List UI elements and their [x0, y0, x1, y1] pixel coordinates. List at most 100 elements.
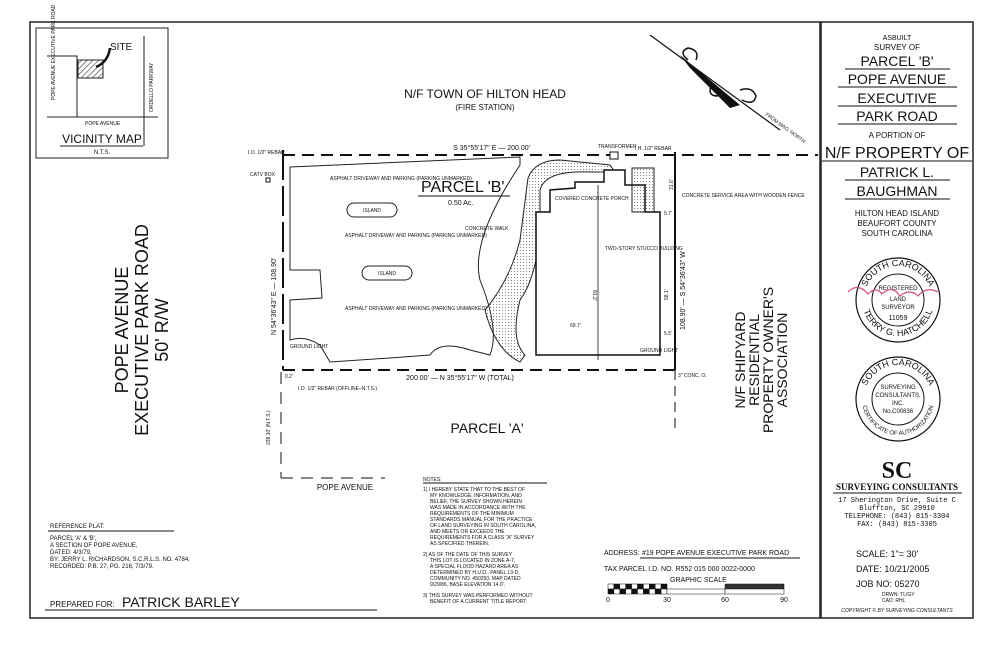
notes-title: NOTES: [423, 477, 442, 483]
service-area-label: CONCRETE SERVICE AREA WITH WOODEN FENCE [682, 193, 805, 199]
scale-segment [607, 583, 615, 590]
title-portion: A PORTION OF [869, 131, 926, 140]
note-line: REQUIREMENTS OF THE MINIMUM [430, 511, 514, 517]
scale-segment [649, 583, 656, 590]
seal2-line2: CONSULTANTS, [875, 393, 921, 399]
north-neighbor: N/F TOWN OF HILTON HEAD [404, 87, 566, 101]
site-hatch [77, 59, 104, 79]
scale-segment [607, 588, 615, 595]
east-neighbor-2: RESIDENTIAL [746, 314, 762, 406]
company-logo: SC [882, 458, 913, 484]
scale-tick-30: 30 [663, 597, 671, 604]
scale-segment [724, 588, 785, 595]
scale-segment [613, 583, 621, 590]
note-line: A SPECIAL FLOOD HAZARD AREA AS [430, 564, 519, 570]
scale-segment [666, 588, 726, 595]
copyright: COPYRIGHT © BY SURVEYING CONSULTANTS [841, 607, 953, 614]
east-neighbor-4: ASSOCIATION [774, 313, 790, 408]
scale-segment [637, 583, 644, 590]
service-area [631, 167, 655, 213]
reference-lines: PARCEL 'A' & 'B',A SECTION OF POPE AVENU… [50, 536, 190, 570]
note-line: WAS MADE IN ACCORDANCE WITH THE [430, 505, 526, 511]
scale-segment [660, 583, 668, 590]
note-line: AS SPECIFIED THEREIN. [430, 541, 489, 547]
scale: SCALE: 1"= 30' [856, 549, 918, 559]
graphic-scale-title: GRAPHIC SCALE [670, 577, 727, 584]
pavement-edge [289, 156, 521, 363]
note-line: REQUIREMENTS FOR A CLASS "A" SURVEY [430, 535, 535, 541]
reference-line: BY: JERRY L. RICHARDSON, S.C.R.L.S. NO. … [50, 557, 190, 563]
south-parcel: PARCEL 'A' [450, 420, 523, 436]
island-1 [346, 202, 398, 218]
seal2-line4: No.C00836 [883, 409, 914, 415]
company-fax: FAX: (843) 815-3305 [857, 521, 937, 529]
svg-text:SOUTH CAROLINA: SOUTH CAROLINA [859, 357, 936, 387]
north-arrow-icon: FROM MAG. NORTH [649, 34, 806, 145]
tax-parcel: TAX PARCEL I.D. NO. R552 015 000 0022-00… [604, 566, 755, 573]
asphalt-label-3: ASPHALT DRIVEWAY AND PARKING (PARKING UN… [345, 306, 487, 312]
note-line: MY KNOWLEDGE, INFORMATION, AND [430, 493, 522, 499]
scale-segment [625, 588, 632, 595]
title-survey-of: SURVEY OF [874, 43, 920, 52]
conc-se: 3" CONC. O. [678, 373, 707, 379]
reference-line: PARCEL 'A' & 'B', [50, 536, 97, 542]
vicinity-map: SITE POPE AVENUE EXECUTIVE PARK ROAD ORD… [35, 4, 169, 159]
seal1-number: 11059 [889, 315, 908, 322]
address-label: ADDRESS: [604, 550, 640, 557]
west-road-2: EXECUTIVE PARK ROAD [132, 224, 152, 436]
cad-by: CAD: RHL [882, 598, 906, 604]
address-value: #19 POPE AVENUE EXECUTIVE PARK ROAD [642, 550, 789, 557]
top-bearing: S 35°55'17" E — 200.00' [453, 144, 530, 152]
dim-sw: 0.2' [285, 374, 293, 380]
title-parcel: PARCEL 'B' [860, 53, 933, 69]
company-address-2: Bluffton, SC 29910 [859, 505, 935, 513]
catv-box-icon [265, 177, 271, 183]
rebar-sw: I.O. 1/2" REBAR (OFFLINE–N.T.S.) [298, 386, 377, 392]
vicinity-site-label: SITE [110, 42, 133, 53]
title-owner-1: N/F PROPERTY OF [825, 145, 970, 162]
scale-tick-60: 60 [721, 597, 729, 604]
concrete-walk-label: CONCRETE WALK [465, 226, 509, 232]
title-block-frame [820, 21, 974, 619]
scale-tick-90: 90 [780, 597, 788, 604]
parcel-title: PARCEL 'B' [421, 179, 504, 196]
reference-line: DATED: 4/3/79, [50, 550, 92, 556]
note-line: DETERMINED BY H.U.D., PANEL 13-D, [430, 570, 520, 576]
note-line: THIS LOT IS LOCATED IN ZONE A-7, [430, 558, 515, 564]
site-pointer-icon [95, 47, 112, 69]
reference-title: REFERENCE PLAT: [50, 524, 105, 530]
asphalt-label-2: ASPHALT DRIVEWAY AND PARKING (PARKING UN… [345, 233, 487, 239]
note-line: 3) THIS SURVEY WAS PERFORMED WITHOUT [423, 593, 533, 599]
scale-segment [619, 588, 626, 595]
building-label: TWO-STORY STUCCO BUILDING [605, 246, 683, 252]
scale-segment [637, 588, 644, 595]
note-line: 1) I HEREBY STATE THAT TO THE BEST OF [423, 487, 525, 493]
prepared-for-label: PREPARED FOR: [50, 600, 115, 609]
property-boundary [280, 150, 818, 479]
job-number: JOB NO: 05270 [856, 579, 920, 589]
title-location-2: BEAUFORT COUNTY [857, 219, 937, 228]
title-pope-avenue: POPE AVENUE [848, 71, 947, 87]
vicinity-road-bottom: POPE AVENUE [85, 121, 121, 127]
ground-light-label-1: GROUND LIGHT [290, 344, 328, 350]
title-owner-3: BAUGHMAN [857, 183, 938, 199]
seal1-surveyor: SURVEYOR [881, 305, 915, 311]
east-neighbor-1: N/F SHIPYARD [732, 312, 748, 409]
south-road: POPE AVENUE [317, 483, 373, 492]
title-owner-2: PATRICK L. [860, 164, 934, 180]
catv-box-label: CATV BOX [250, 172, 276, 178]
scale-segment [625, 583, 632, 590]
seal2-line1: SURVEYING [880, 385, 916, 391]
note-line: OF LAND SURVEYING IN SOUTH CAROLINA, [430, 523, 536, 529]
right-bearing: 108.90' — S 54°36'43" W [679, 251, 687, 330]
drawing-frame [29, 21, 821, 619]
note-line: STANDARDS MANUAL FOR THE PRACTICE [430, 517, 533, 523]
note-line: 9/29/86, BASE ELEVATION 14.0'. [430, 582, 505, 588]
seal1-ring-top: SOUTH CAROLINA [859, 258, 936, 288]
surveyor-seal: SOUTH CAROLINA TERRY G. HATCHELL REGISTE… [847, 257, 941, 343]
dim-rear: 31.6' [669, 179, 675, 190]
dim-building-width: 69.7' [570, 323, 581, 329]
title-park-road: PARK ROAD [856, 108, 937, 124]
scale-segment [643, 588, 650, 595]
scale-segment [660, 588, 668, 595]
